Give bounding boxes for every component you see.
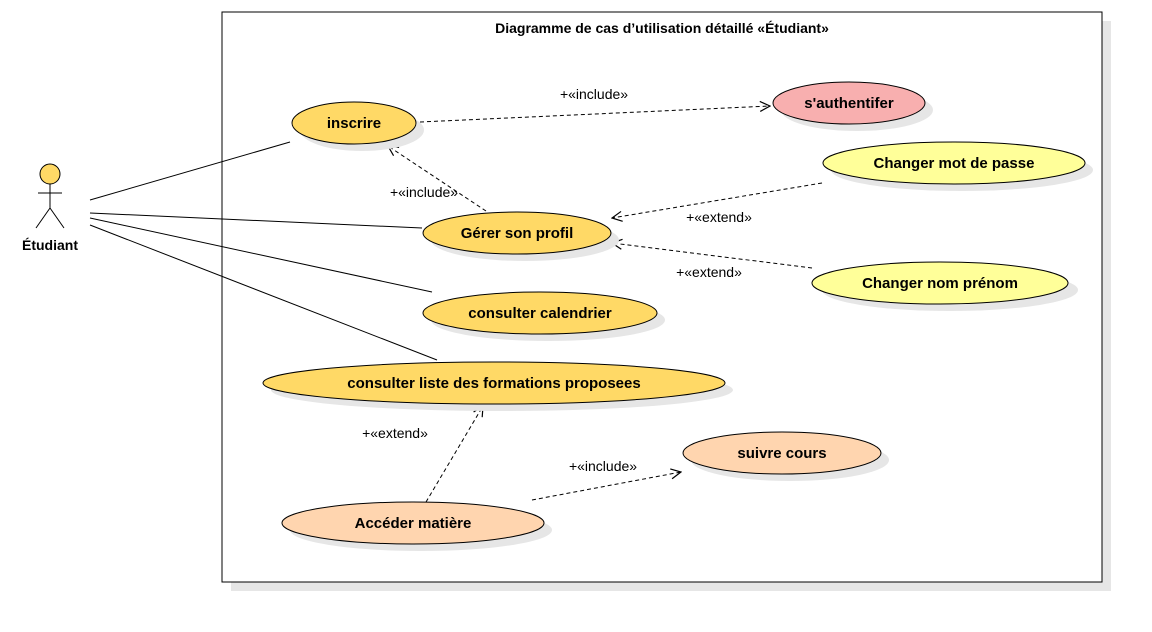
use-case-changer-nom[interactable]: Changer nom prénom [811,261,1069,305]
include-inscrire-arrow[interactable] [388,146,487,212]
include-cours-arrow[interactable] [531,472,681,501]
actor-right-leg [49,207,65,229]
use-case-inscrire[interactable]: inscrire [291,101,417,145]
use-case-acceder-matiere-label: Accéder matière [355,515,472,532]
actor-label: Étudiant [22,237,78,253]
actor-left-leg [35,207,51,229]
relation-label-include-auth: +«include» [560,86,628,102]
use-case-suivre-cours[interactable]: suivre cours [682,431,882,475]
extend-nom-arrow[interactable] [612,243,813,269]
relation-label-include-cours: +«include» [569,458,637,474]
assoc-inscrire[interactable] [89,141,291,201]
use-case-calendrier-label: consulter calendrier [468,305,612,322]
extend-formations-arrow[interactable] [425,406,483,503]
use-case-suivre-cours-label: suivre cours [737,445,826,462]
assoc-formations[interactable] [89,224,438,361]
assoc-gerer-profil[interactable] [89,212,423,229]
extend-mdp-arrow[interactable] [612,182,823,218]
relation-label-extend-mdp: +«extend» [686,209,752,225]
use-case-formations-label: consulter liste des formations proposees [347,375,640,392]
use-case-gerer-profil-label: Gérer son profil [461,225,574,242]
use-case-formations[interactable]: consulter liste des formations proposees [262,361,726,405]
use-case-acceder-matiere[interactable]: Accéder matière [281,501,545,545]
relation-label-extend-formations: +«extend» [362,425,428,441]
use-case-authentifier-label: s'authentifer [804,95,894,112]
use-case-calendrier[interactable]: consulter calendrier [422,291,658,335]
actor-head [39,163,61,185]
use-case-authentifier[interactable]: s'authentifer [772,81,926,125]
include-auth-arrow[interactable] [419,106,770,123]
relation-label-extend-nom: +«extend» [676,264,742,280]
use-case-inscrire-label: inscrire [327,115,381,132]
use-case-changer-mdp-label: Changer mot de passe [874,155,1035,172]
actor-etudiant[interactable]: Étudiant [22,163,78,253]
use-case-gerer-profil[interactable]: Gérer son profil [422,211,612,255]
use-case-changer-mdp[interactable]: Changer mot de passe [822,141,1086,185]
diagram-title: Diagramme de cas d’utilisation détaillé … [495,20,829,36]
use-case-changer-nom-label: Changer nom prénom [862,275,1018,292]
relation-label-include-inscrire: +«include» [390,184,458,200]
assoc-calendrier[interactable] [89,217,433,293]
